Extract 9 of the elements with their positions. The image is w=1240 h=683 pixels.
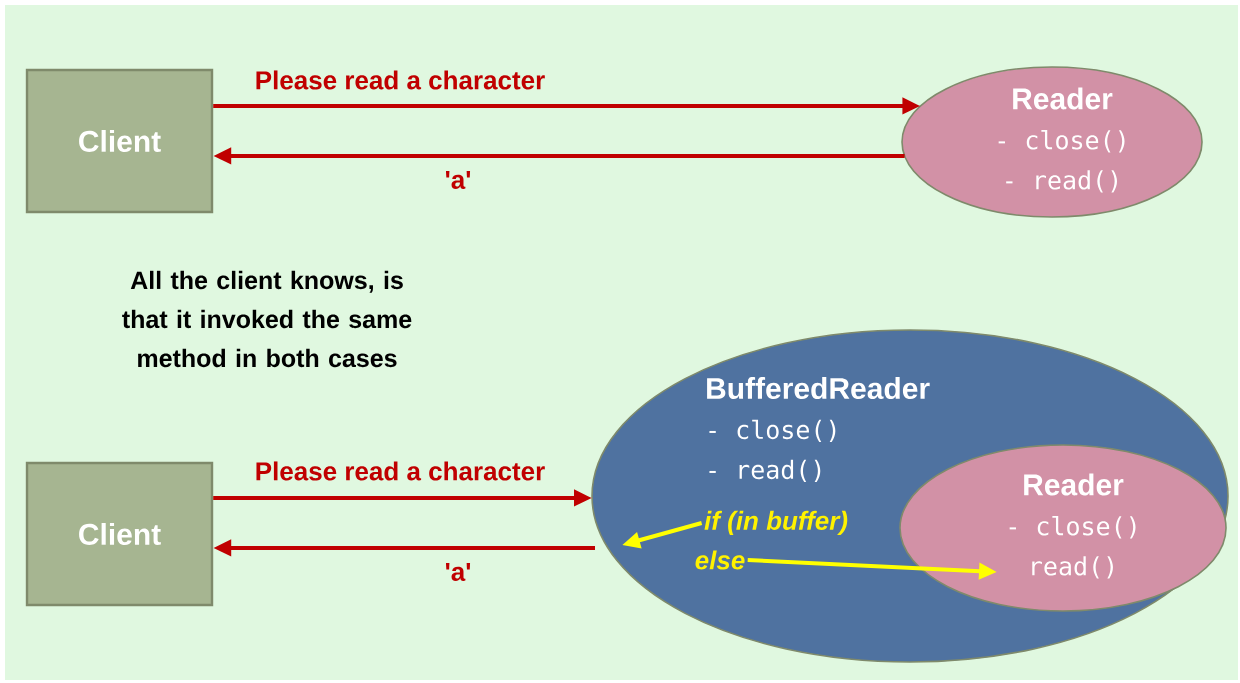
edge-label: 'a' <box>446 170 471 190</box>
note-text: All the client knows, is that it invoked the same method in both cases <box>122 270 412 368</box>
edge-label: Please read a character <box>256 461 545 481</box>
edge-label: Please read a character <box>256 70 545 90</box>
edge-label: 'a' <box>446 562 471 582</box>
branch-label: if (in buffer) <box>704 510 848 536</box>
branch-label: else <box>695 550 745 570</box>
client-box: Client <box>25 461 214 607</box>
client-box: Client <box>25 68 214 214</box>
